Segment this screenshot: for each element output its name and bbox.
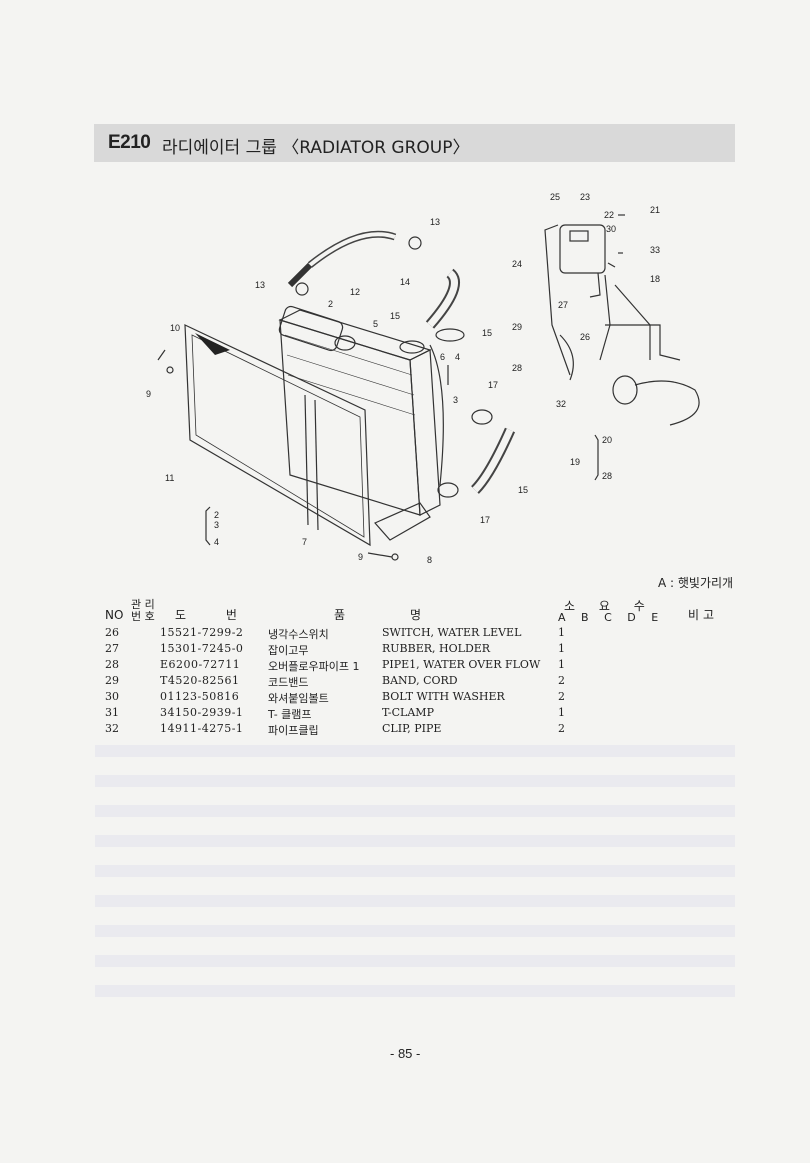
table-row: 27 15301-7245-0 잡이고무 RUBBER, HOLDER 1 (105, 642, 565, 657)
col-qty: 소 요 수 (564, 599, 655, 613)
callout-24: 24 (512, 259, 522, 269)
page-number: - 85 - (390, 1046, 421, 1061)
col-ref-1: 관 리 (131, 598, 155, 611)
callout-28b: 28 (602, 471, 612, 481)
callout-4b: 4 (214, 537, 219, 547)
col-qty-letters: A B C D E (558, 611, 665, 624)
callout-28: 28 (512, 363, 522, 373)
callout-3: 3 (453, 395, 458, 405)
callout-33: 33 (650, 245, 660, 255)
table-row: 32 14911-4275-1 파이프클립 CLIP, PIPE 2 (105, 722, 565, 737)
callout-12: 12 (350, 287, 360, 297)
radiator-exploded-diagram: 13 12 13 2 5 14 15 15 6 4 10 9 3 17 11 1… (146, 192, 700, 565)
empty-row (95, 805, 735, 817)
table-row: 28 E6200-72711 오버플로우파이프 1 PIPE1, WATER O… (105, 658, 565, 673)
callout-30: 30 (606, 224, 616, 234)
callout-32: 32 (556, 399, 566, 409)
callout-9b: 9 (358, 552, 363, 562)
col-name-kr: 품 (334, 608, 346, 622)
col-part-no: 도 번 (175, 608, 255, 622)
callout-5: 5 (373, 319, 378, 329)
callout-14: 14 (400, 277, 410, 287)
empty-row (95, 835, 735, 847)
col-remark: 비고 (688, 608, 719, 622)
callout-18: 18 (650, 274, 660, 284)
empty-row (95, 775, 735, 787)
table-row: 31 34150-2939-1 T- 클램프 T-CLAMP 1 (105, 706, 565, 721)
callout-25: 25 (550, 192, 560, 202)
callout-9: 9 (146, 389, 151, 399)
callout-21: 21 (650, 205, 660, 215)
callout-8: 8 (427, 555, 432, 565)
callout-29: 29 (512, 322, 522, 332)
table-row: 30 01123-50816 와셔붙임볼트 BOLT WITH WASHER 2 (105, 690, 565, 705)
callout-22: 22 (604, 210, 614, 220)
callout-2: 2 (328, 299, 333, 309)
callout-17b: 17 (480, 515, 490, 525)
legend-note: A : 햇빛가리개 (658, 576, 734, 590)
empty-row (95, 865, 735, 877)
callout-4: 4 (455, 352, 460, 362)
reserve-tank (559, 224, 606, 274)
empty-row (95, 955, 735, 967)
section-title: 라디에이터 그룹 〈RADIATOR GROUP〉 (162, 138, 470, 158)
callout-15b: 15 (482, 328, 492, 338)
callout-10: 10 (170, 323, 180, 333)
callout-13b: 13 (255, 280, 265, 290)
table-row: 29 T4520-82561 코드밴드 BAND, CORD 2 (105, 674, 565, 689)
empty-row (95, 985, 735, 997)
callout-6: 6 (440, 352, 445, 362)
callout-3b: 3 (214, 520, 219, 530)
callout-13: 13 (430, 217, 440, 227)
callout-15c: 15 (518, 485, 528, 495)
section-code: E210 (108, 132, 151, 153)
callout-23: 23 (580, 192, 590, 202)
callout-19: 19 (570, 457, 580, 467)
callout-2b: 2 (214, 510, 219, 520)
empty-row (95, 895, 735, 907)
callout-26: 26 (580, 332, 590, 342)
col-name-en: 명 (410, 608, 422, 622)
callout-20: 20 (602, 435, 612, 445)
callout-27: 27 (558, 300, 568, 310)
callout-11: 11 (165, 473, 174, 483)
callout-7: 7 (302, 537, 307, 547)
col-ref-2: 번 호 (131, 610, 155, 623)
callout-17: 17 (488, 380, 498, 390)
radiator-shroud (184, 324, 371, 547)
empty-row (95, 745, 735, 757)
empty-row (95, 925, 735, 937)
callout-15: 15 (390, 311, 400, 321)
section-title-bar: E210 라디에이터 그룹 〈RADIATOR GROUP〉 (94, 124, 735, 162)
col-no: NO (105, 608, 124, 622)
table-row: 26 15521-7299-2 냉각수스위치 SWITCH, WATER LEV… (105, 626, 565, 641)
